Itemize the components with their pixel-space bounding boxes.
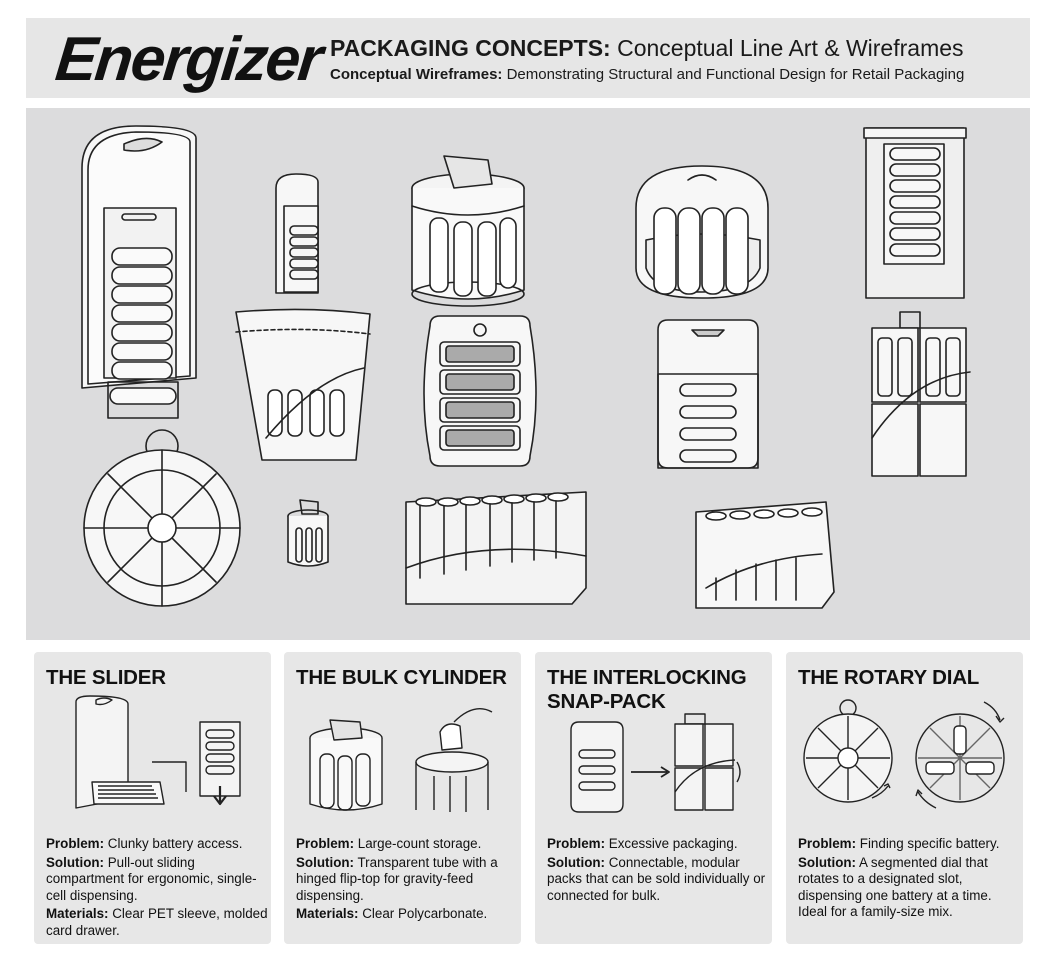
- title-bold: PACKAGING CONCEPTS:: [330, 35, 611, 61]
- page-title: PACKAGING CONCEPTS: Conceptual Line Art …: [330, 35, 964, 62]
- dome-pack-drawing: [635, 165, 769, 299]
- card-problem: Finding specific battery.: [856, 836, 1000, 851]
- card-description: Problem: Excessive packaging. Solution: …: [547, 836, 769, 906]
- solution-label: Solution:: [296, 854, 355, 870]
- solution-label: Solution:: [46, 854, 105, 870]
- tall-box-drawing: [863, 127, 967, 299]
- card-problem: Excessive packaging.: [605, 836, 738, 851]
- display-tray-drawing: [405, 491, 587, 605]
- materials-label: Materials:: [46, 906, 109, 921]
- slider-pack-drawing: [81, 125, 197, 419]
- card-solution: A segmented dial that rotates to a desig…: [798, 854, 992, 920]
- concept-gallery: [26, 108, 1030, 640]
- card-title: THE ROTARY DIAL: [798, 666, 980, 689]
- solution-label: Solution:: [547, 854, 606, 870]
- card-materials: Clear PET sleeve, molded card drawer.: [46, 906, 268, 938]
- card-materials: Clear Polycarbonate.: [358, 906, 488, 921]
- small-slider-drawing: [275, 173, 319, 294]
- pill-tray-drawing: [423, 315, 537, 467]
- card-problem: Large-count storage.: [354, 836, 482, 851]
- problem-label: Problem:: [46, 836, 105, 851]
- subtitle-rest: Demonstrating Structural and Functional …: [502, 66, 965, 83]
- card-the-rotary-dial: THE ROTARY DIAL Problem: Finding specifi…: [786, 652, 1023, 944]
- card-title: THE SLIDER: [46, 666, 166, 689]
- bulk-cylinder-drawing: [411, 155, 525, 307]
- solution-label: Solution:: [798, 854, 857, 870]
- subtitle-bold: Conceptual Wireframes:: [330, 66, 503, 83]
- card-title: THE INTERLOCKING SNAP-PACK: [547, 666, 747, 713]
- card-problem: Clunky battery access.: [104, 836, 243, 851]
- card-description: Problem: Large-count storage. Solution: …: [296, 836, 518, 925]
- problem-label: Problem:: [798, 836, 857, 851]
- carton-drawing: [695, 501, 835, 609]
- card-solution: Transparent tube with a hinged flip-top …: [296, 854, 498, 903]
- card-title: THE BULK CYLINDER: [296, 666, 507, 689]
- mini-cylinder-drawing: [287, 499, 329, 567]
- card-solution: Connectable, modular packs that can be s…: [547, 854, 766, 903]
- snap-strip-drawing: [657, 319, 759, 469]
- card-the-slider: THE SLIDER Problem: Clunky battery acces…: [34, 652, 271, 944]
- card-description: Problem: Clunky battery access. Solution…: [46, 836, 268, 941]
- card-description: Problem: Finding specific battery. Solut…: [798, 836, 1020, 923]
- energizer-logo: Energizer: [52, 25, 325, 94]
- title-rest: Conceptual Line Art & Wireframes: [610, 35, 964, 61]
- problem-label: Problem:: [296, 836, 355, 851]
- card-the-bulk-cylinder: THE BULK CYLINDER Problem: Large-count s…: [284, 652, 521, 944]
- materials-label: Materials:: [296, 906, 359, 921]
- grid-pack-drawing: [871, 311, 971, 477]
- problem-label: Problem:: [547, 836, 606, 851]
- header-banner: Energizer PACKAGING CONCEPTS: Conceptual…: [26, 18, 1030, 98]
- card-the-interlocking-snap-pack: THE INTERLOCKING SNAP-PACK Problem: Exce…: [535, 652, 772, 944]
- rotary-dial-drawing: [83, 429, 241, 607]
- card-solution: Pull-out sliding compartment for ergonom…: [46, 854, 257, 903]
- page-subtitle: Conceptual Wireframes: Demonstrating Str…: [330, 66, 964, 83]
- clamshell-drawing: [235, 308, 371, 461]
